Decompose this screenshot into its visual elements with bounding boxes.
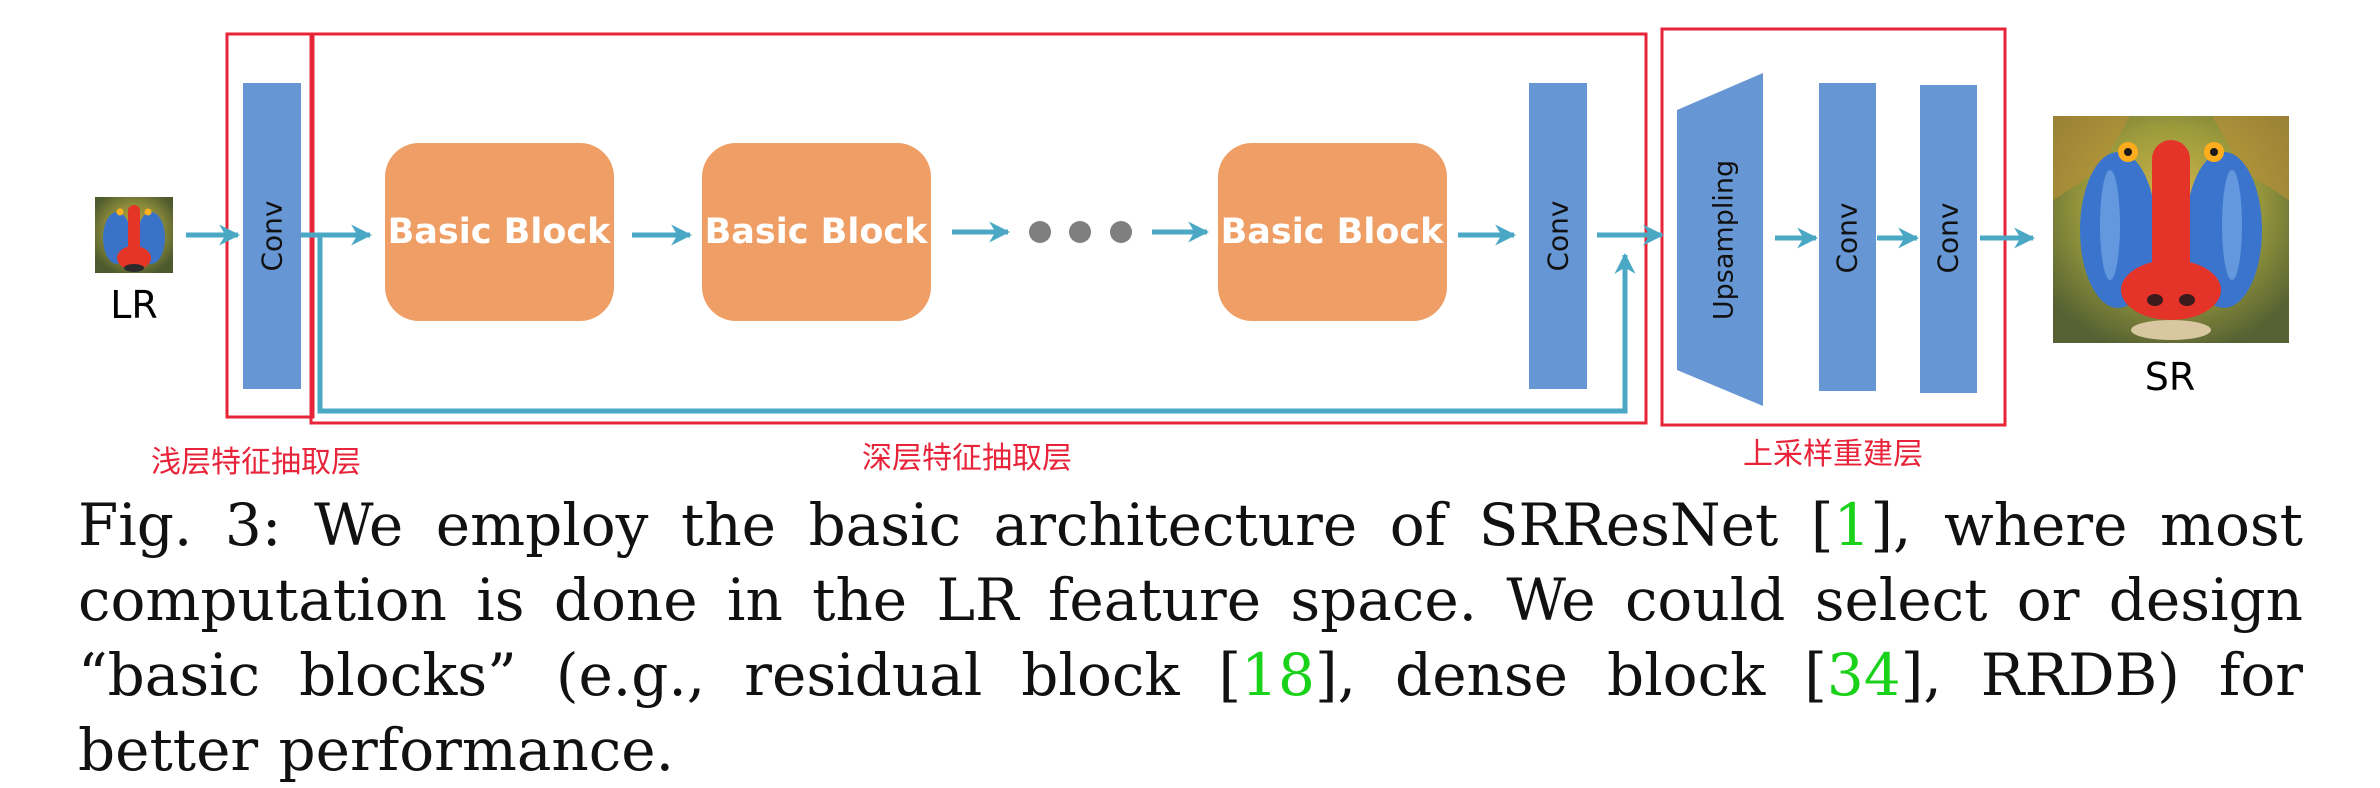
figure-caption: Fig. 3: We employ the basic architecture…	[78, 488, 2303, 788]
architecture-diagram: LR Conv Basic Block Basic Block Basic Bl…	[95, 27, 2289, 480]
basic-block-2	[702, 143, 931, 321]
conv-block-up-2	[1920, 85, 1977, 393]
lr-label: LR	[110, 283, 158, 327]
citation-ref-1[interactable]: 1	[1833, 491, 1871, 559]
sr-label: SR	[2145, 355, 2196, 399]
lr-image	[95, 197, 173, 273]
conv-block-up-1	[1819, 83, 1876, 391]
upsampling-block-label: Upsampling	[1709, 160, 1740, 320]
upsampling-block	[1677, 73, 1763, 406]
caption-text-1: Fig. 3: We employ the basic architecture…	[78, 491, 1834, 559]
conv-block-shallow-label: Conv	[256, 201, 289, 272]
sr-image	[2053, 116, 2289, 343]
conv-block-up-1-label: Conv	[1831, 203, 1864, 274]
conv-block-shallow	[243, 83, 301, 389]
basic-block-2-label: Basic Block	[705, 212, 929, 252]
shallow-section-label: 浅层特征抽取层	[151, 445, 361, 480]
basic-block-1-label: Basic Block	[388, 212, 612, 252]
skip-connection-line	[317, 234, 1636, 414]
citation-ref-34[interactable]: 34	[1826, 641, 1901, 709]
mandrill-thumbnail-icon	[95, 197, 173, 273]
basic-block-1	[385, 143, 614, 321]
citation-ref-18[interactable]: 18	[1241, 641, 1315, 709]
flow-arrows	[186, 221, 2036, 249]
upsample-section-label: 上采样重建层	[1743, 437, 1923, 472]
ellipsis-dots	[1029, 221, 1132, 243]
mandrill-image-icon	[2053, 116, 2289, 343]
caption-text-3: ], dense block [	[1314, 641, 1827, 709]
conv-block-deep-label: Conv	[1542, 201, 1575, 272]
basic-block-3-label: Basic Block	[1221, 212, 1445, 252]
deep-section-label: 深层特征抽取层	[862, 441, 1072, 476]
basic-block-3	[1218, 143, 1447, 321]
caption-text-2: ], where most computation is done in the…	[78, 491, 2303, 709]
conv-block-up-2-label: Conv	[1932, 203, 1965, 274]
conv-block-deep	[1529, 83, 1587, 389]
